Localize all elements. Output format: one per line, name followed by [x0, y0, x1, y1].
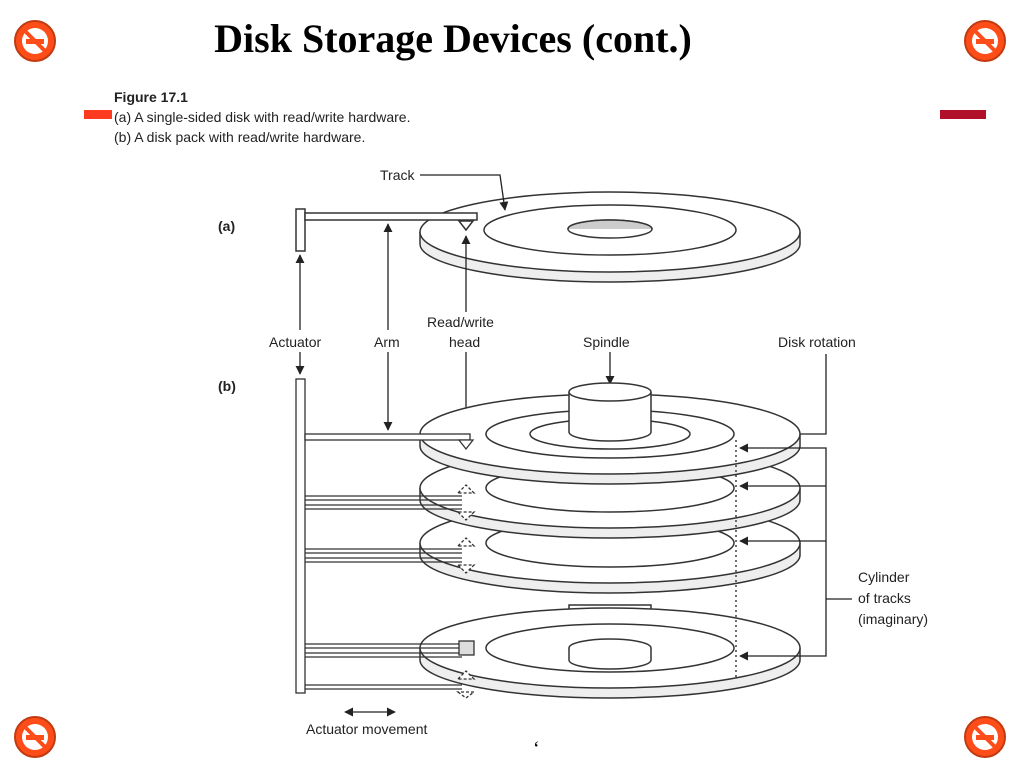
no-smoking-icon	[12, 714, 58, 760]
actuator-a	[295, 208, 478, 252]
accent-bar-right	[940, 110, 986, 119]
rw-head-label-2: head	[449, 334, 480, 350]
accent-bar-left	[84, 110, 112, 119]
actuator-label: Actuator	[269, 334, 321, 350]
actuator-b	[295, 378, 476, 699]
track-label: Track	[380, 167, 415, 183]
cylinder-arrows	[739, 443, 852, 661]
caption-line-a: (a) A single-sided disk with read/write …	[114, 109, 411, 125]
cylinder-label-2: of tracks	[858, 590, 911, 606]
stray-mark: ‘	[533, 738, 540, 760]
disk-rotation-label: Disk rotation	[778, 334, 856, 350]
part-a-label: (a)	[218, 218, 235, 234]
slide-title: Disk Storage Devices (cont.)	[214, 16, 692, 61]
cylinder-label-1: Cylinder	[858, 569, 910, 585]
disk-pack	[419, 382, 801, 699]
arm-label: Arm	[374, 334, 400, 350]
caption-line-b: (b) A disk pack with read/write hardware…	[114, 129, 366, 145]
part-b-label: (b)	[218, 378, 236, 394]
figure-number: Figure 17.1	[114, 89, 188, 105]
cylinder-label-3: (imaginary)	[858, 611, 928, 627]
no-smoking-icon	[12, 18, 58, 64]
no-smoking-icon	[962, 714, 1008, 760]
rw-head-label-1: Read/write	[427, 314, 494, 330]
no-smoking-icon	[962, 18, 1008, 64]
actuator-movement-label: Actuator movement	[306, 721, 427, 737]
spindle-label: Spindle	[583, 334, 630, 350]
disk-a	[419, 191, 801, 283]
figure-caption: Figure 17.1 (a) A single-sided disk with…	[114, 88, 410, 147]
